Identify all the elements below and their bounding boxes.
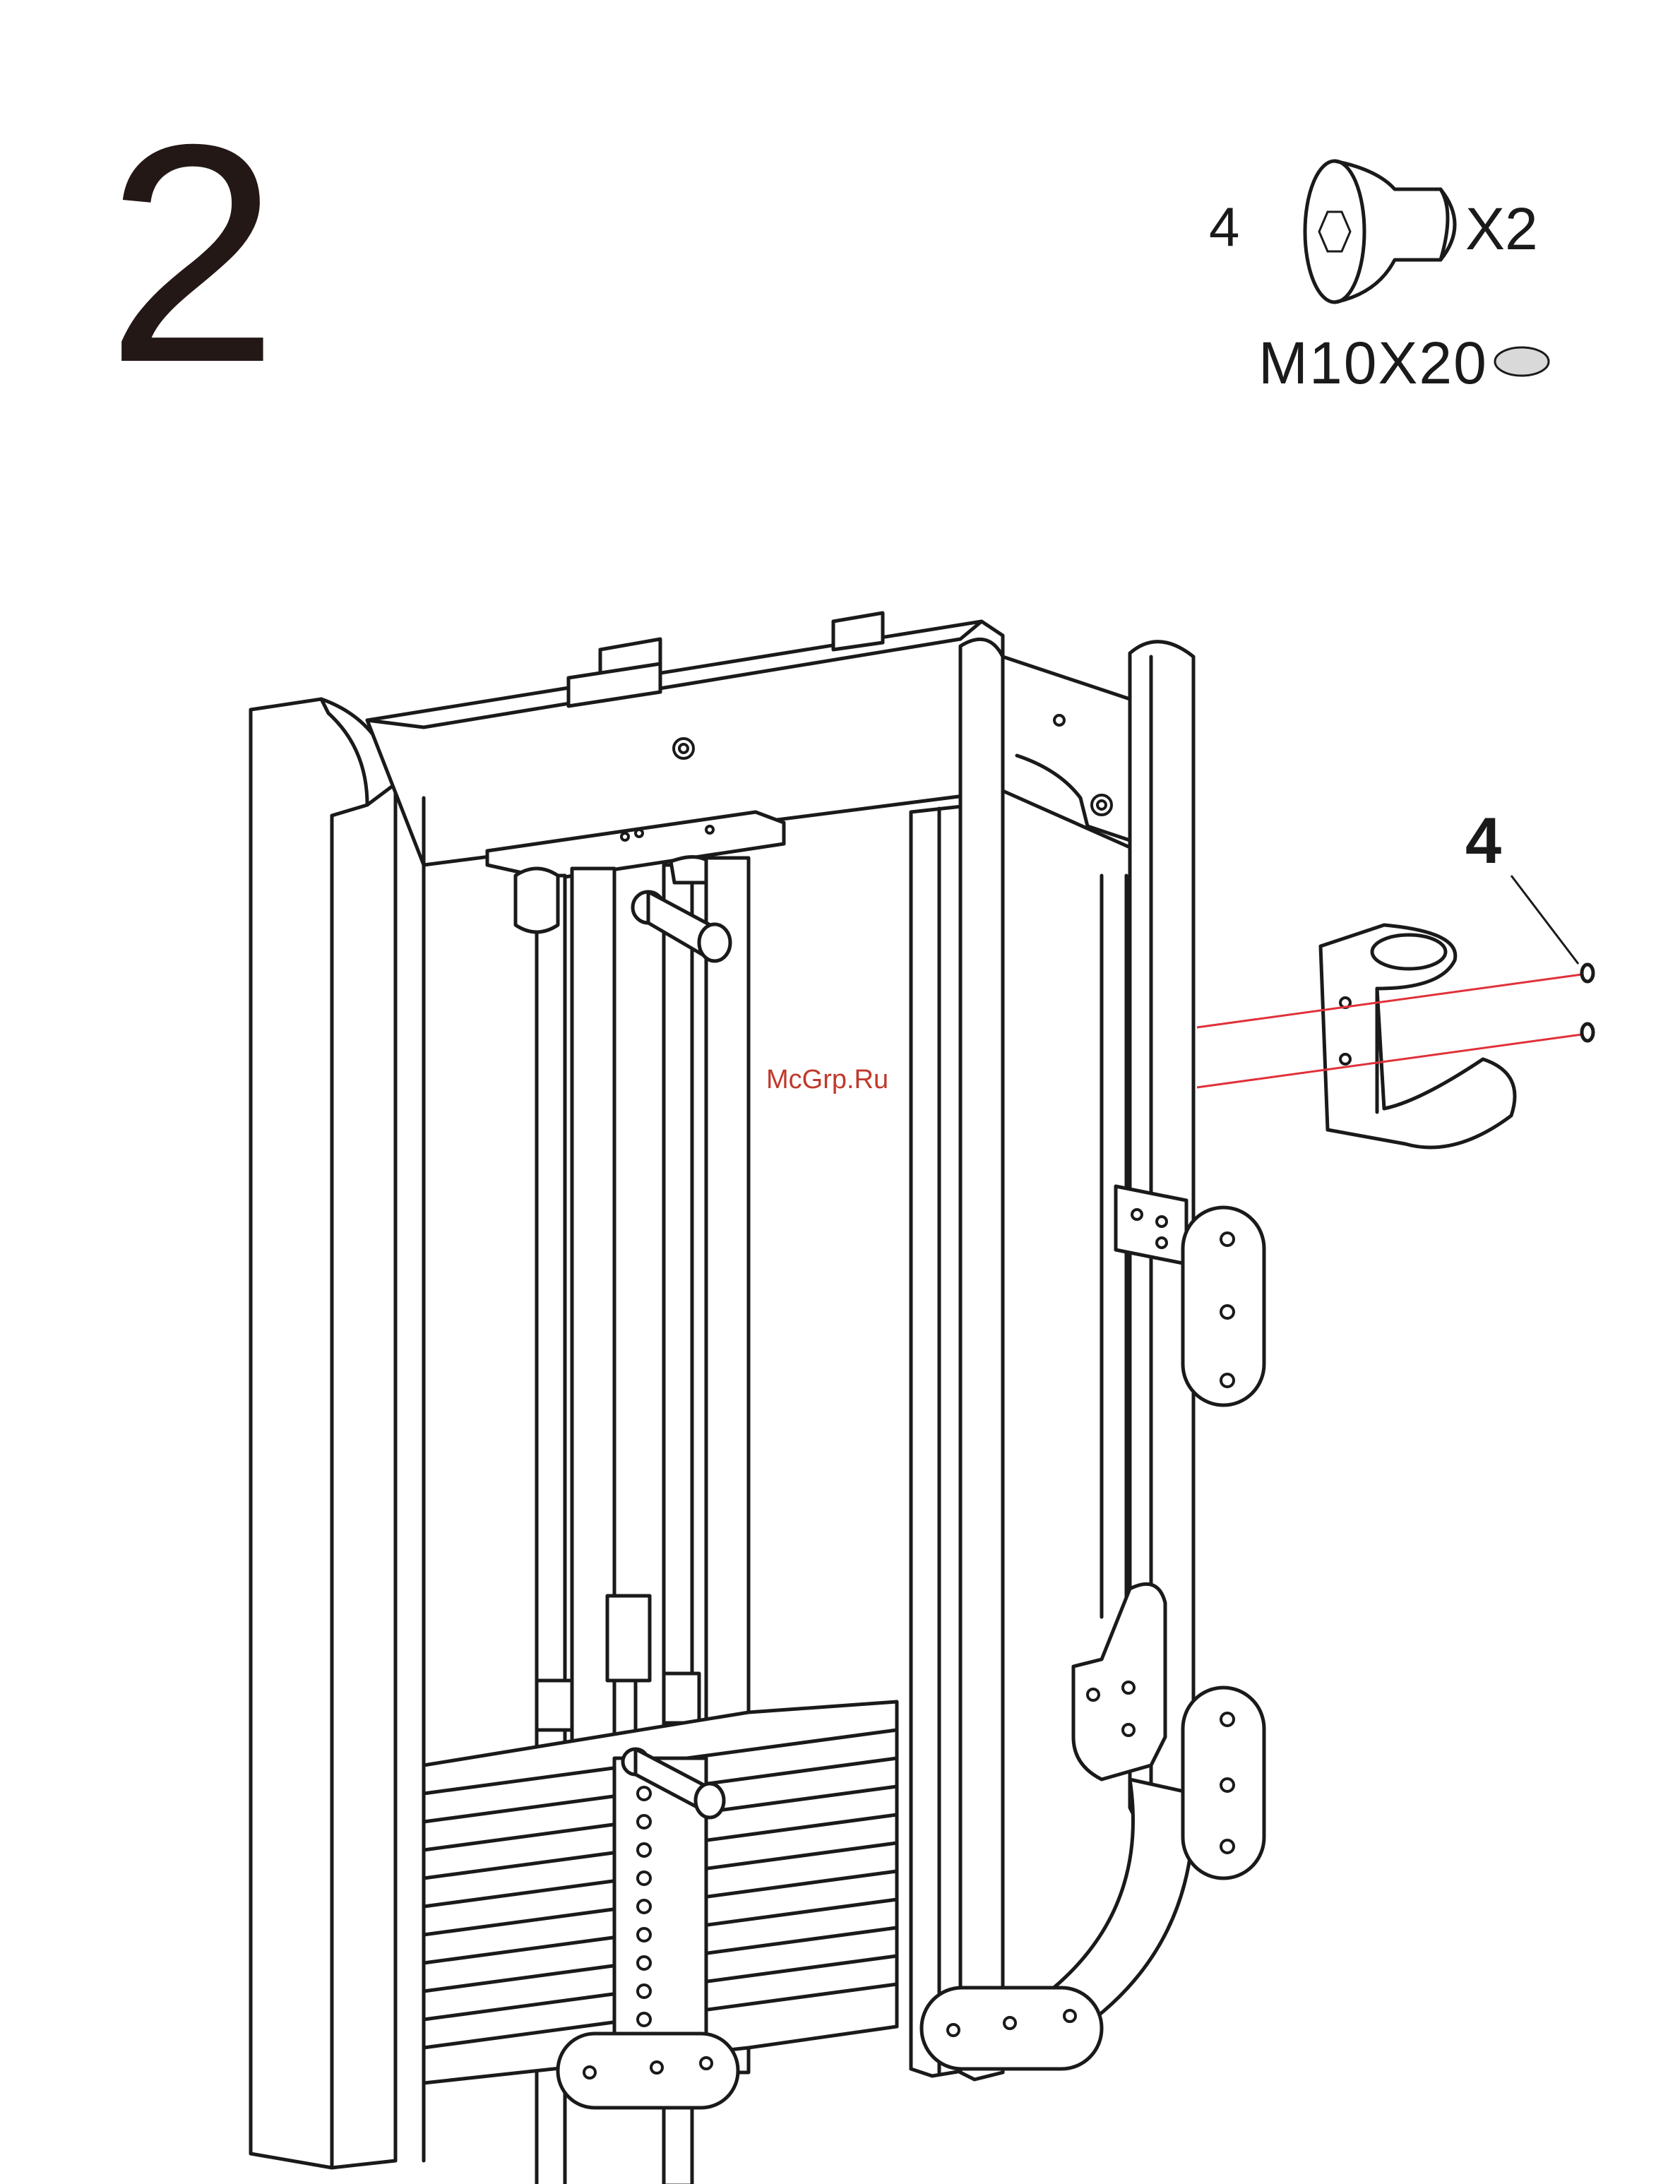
left-upright bbox=[251, 699, 424, 2168]
bottom-footplate-right bbox=[922, 1988, 1102, 2069]
weight-stack bbox=[424, 1702, 897, 2083]
lower-pad bbox=[1183, 1688, 1264, 1878]
guide-lines bbox=[1197, 974, 1582, 1087]
lower-bracket bbox=[1073, 1584, 1165, 1779]
callout-leader bbox=[1511, 876, 1578, 964]
bolt-icon bbox=[1582, 965, 1593, 1041]
cup-hook-attachment bbox=[1321, 925, 1515, 1147]
mid-bracket bbox=[1116, 1186, 1186, 1264]
flat-head-hex-socket-bolt-icon bbox=[1305, 161, 1455, 302]
upper-pad bbox=[1183, 1207, 1264, 1405]
bottom-footplate-left bbox=[558, 2034, 738, 2108]
washer-icon bbox=[1495, 347, 1549, 376]
